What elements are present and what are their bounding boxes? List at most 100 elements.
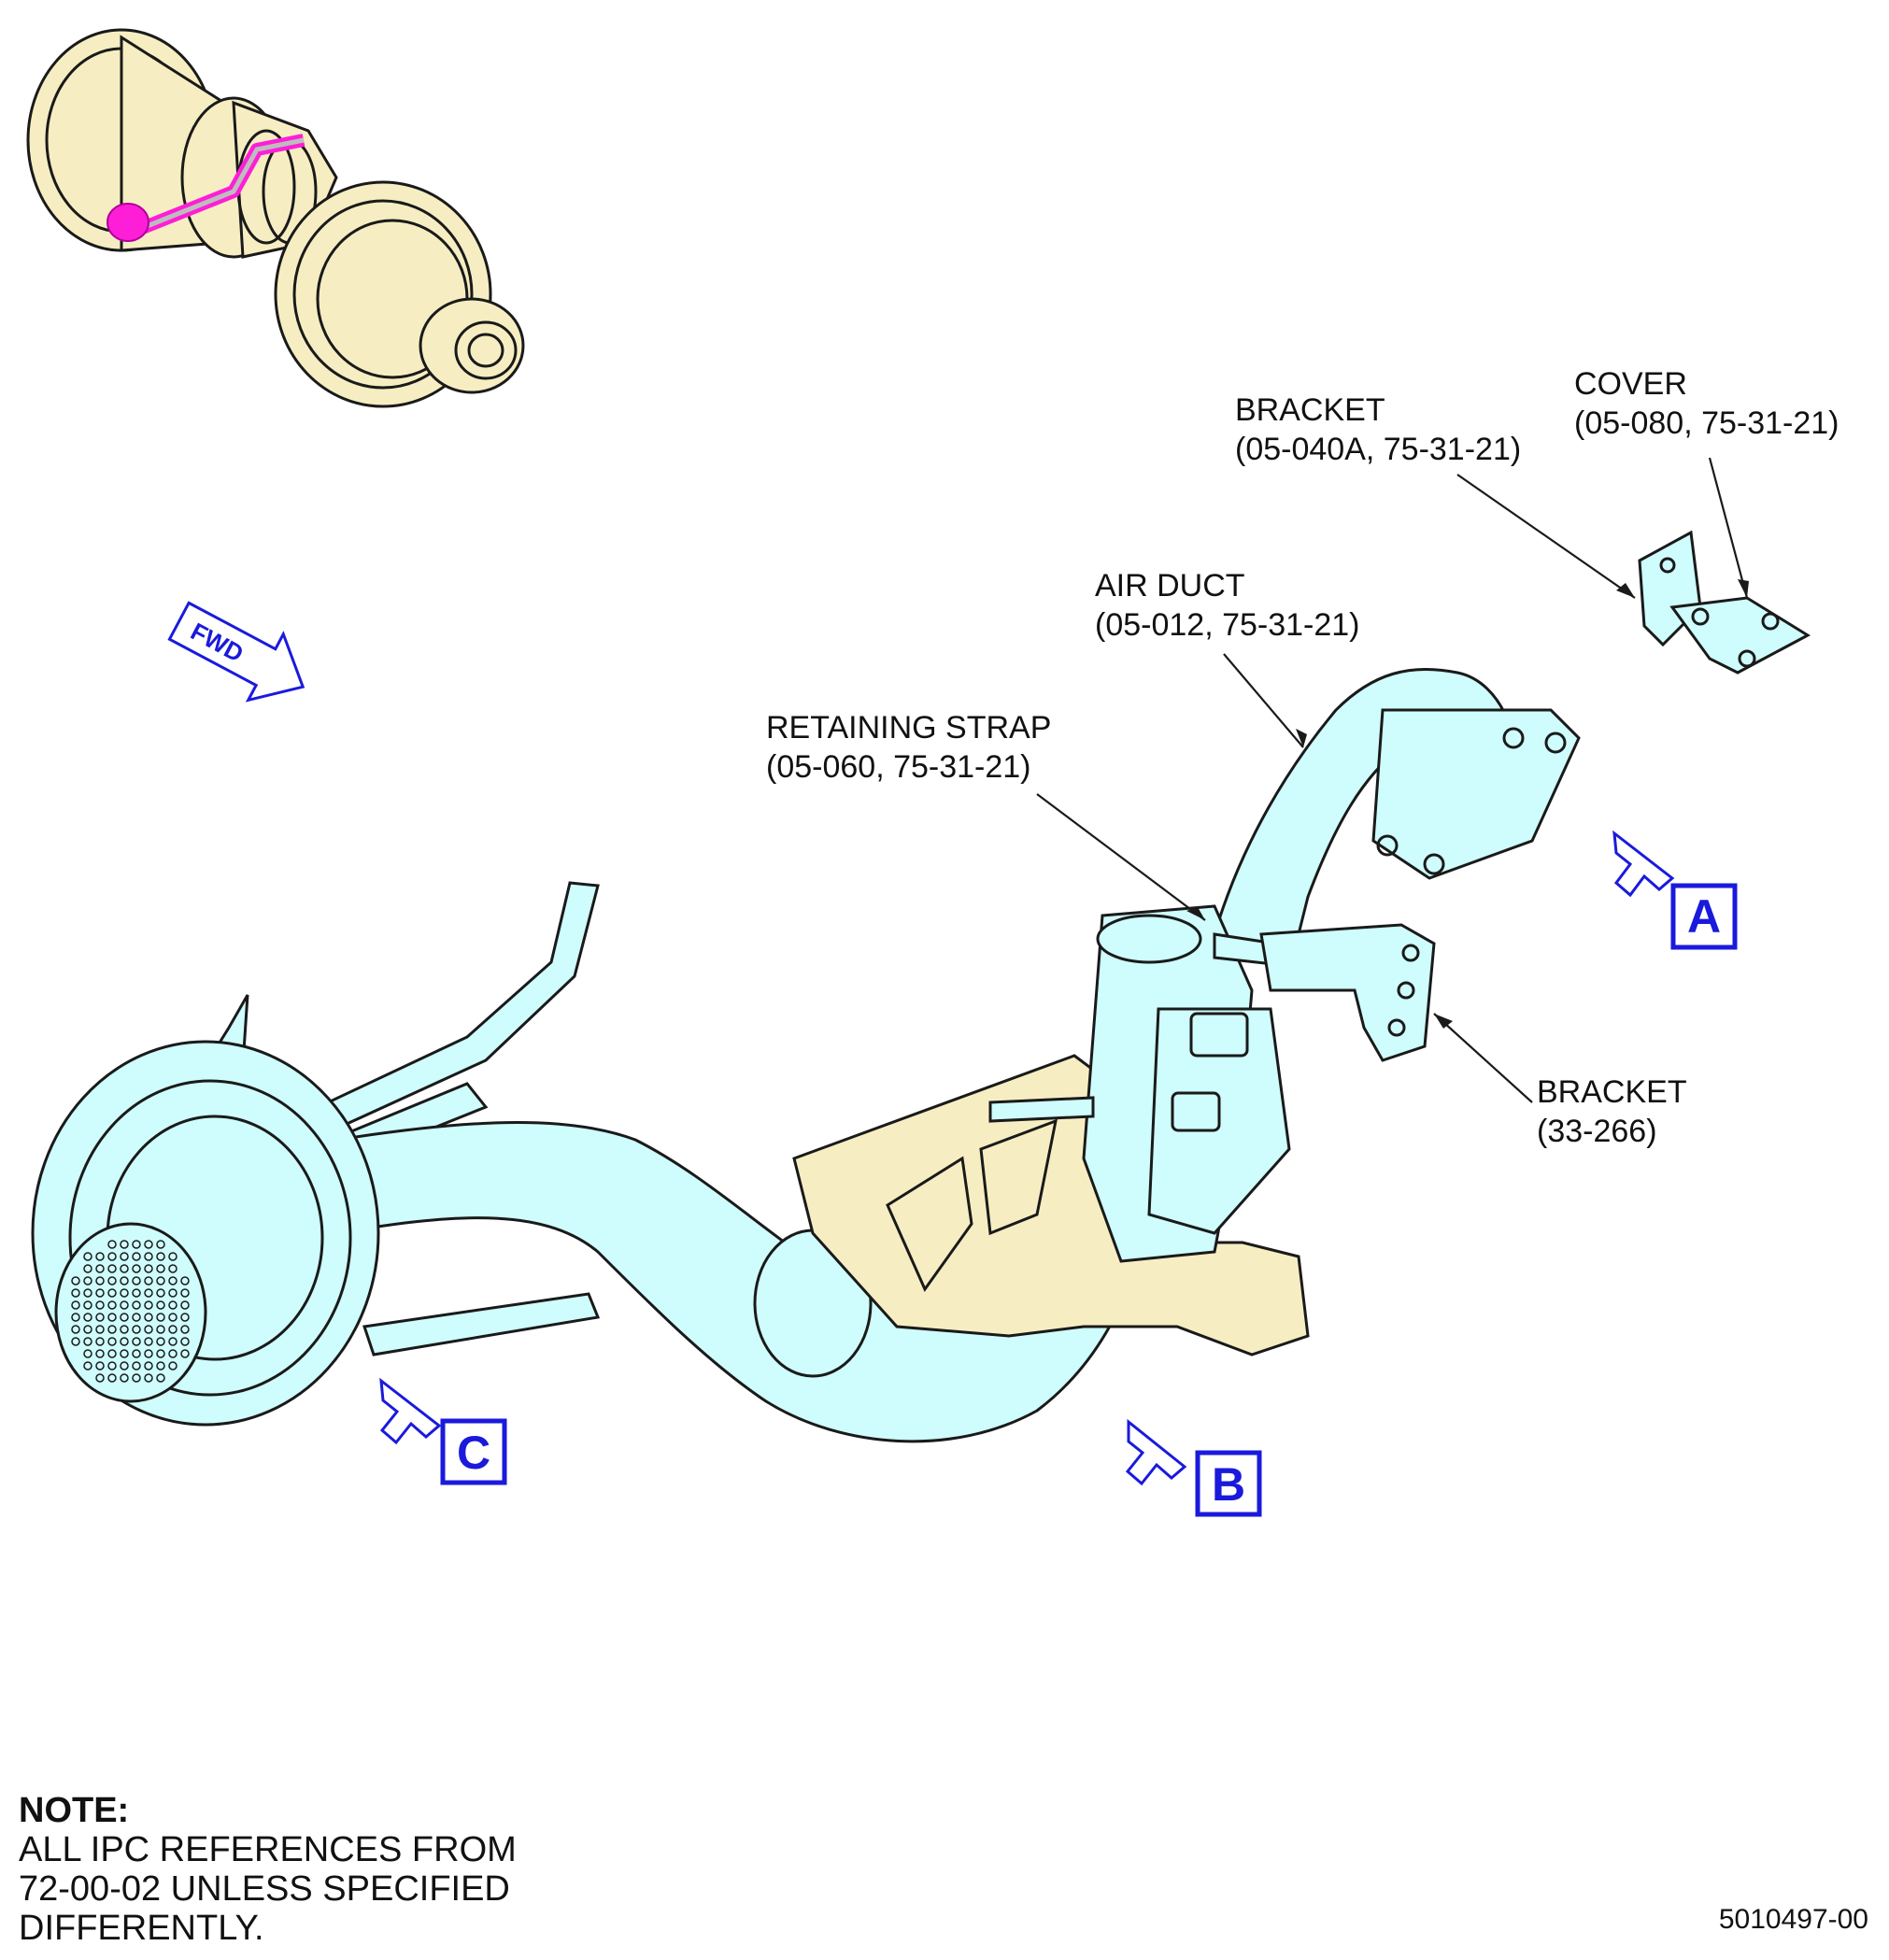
perforation-hole: [83, 1325, 92, 1334]
perforation-hole: [132, 1325, 141, 1334]
perforation-hole: [120, 1264, 129, 1273]
view-marker-c[interactable]: C: [379, 1377, 507, 1485]
perforation-hole: [107, 1349, 117, 1358]
perforation-hole: [107, 1276, 117, 1285]
perforation-hole: [144, 1276, 153, 1285]
perforation-hole: [132, 1313, 141, 1322]
note-heading: NOTE:: [19, 1791, 129, 1830]
perforation-hole: [144, 1337, 153, 1346]
perforation-hole: [83, 1349, 92, 1358]
perforation-hole: [71, 1300, 80, 1310]
perforation-hole: [180, 1349, 190, 1358]
perforation-hole: [83, 1264, 92, 1273]
perforation-hole: [168, 1313, 178, 1322]
perforation-hole: [144, 1313, 153, 1322]
perforation-hole: [168, 1264, 178, 1273]
perforation-hole: [120, 1325, 129, 1334]
note-line-1: ALL IPC REFERENCES FROM: [19, 1830, 517, 1869]
perforation-hole: [95, 1349, 105, 1358]
perforation-hole: [95, 1264, 105, 1273]
leader-bracket-upper: [1456, 474, 1636, 599]
view-marker-b[interactable]: B: [1125, 1418, 1262, 1517]
perforation-hole: [107, 1288, 117, 1298]
bracket-33-266-part: [1259, 923, 1436, 1062]
perforation-hole: [156, 1276, 165, 1285]
perforation-hole: [156, 1288, 165, 1298]
valve-body: [988, 904, 1291, 1263]
view-marker-c-label: C: [457, 1427, 490, 1479]
perforation-hole: [107, 1300, 117, 1310]
perforation-hole: [71, 1337, 80, 1346]
figure-id: 5010497-00: [1719, 1904, 1868, 1935]
perforation-hole: [132, 1361, 141, 1371]
note-line-2: 72-00-02 UNLESS SPECIFIED: [19, 1869, 510, 1909]
cover-and-bracket-part: [1638, 530, 1811, 675]
perforation-hole: [120, 1252, 129, 1261]
leader-lines: [1036, 457, 1749, 1103]
perforation-hole: [95, 1288, 105, 1298]
perforation-hole: [83, 1276, 92, 1285]
perforation-hole: [132, 1276, 141, 1285]
perforation-hole: [107, 1361, 117, 1371]
perforation-hole: [107, 1264, 117, 1273]
perforation-hole: [144, 1240, 153, 1249]
view-marker-a[interactable]: A: [1612, 830, 1738, 950]
perforation-hole: [83, 1288, 92, 1298]
perforated-screen: [71, 1240, 190, 1383]
note-line-3: DIFFERENTLY.: [19, 1909, 264, 1948]
perforation-hole: [107, 1337, 117, 1346]
perforation-hole: [132, 1349, 141, 1358]
perforation-hole: [156, 1300, 165, 1310]
perforation-hole: [156, 1361, 165, 1371]
lower-duct-assembly: [31, 881, 1160, 1443]
fwd-arrow-icon: FWD: [167, 601, 305, 703]
perforation-hole: [132, 1288, 141, 1298]
perforation-hole: [95, 1361, 105, 1371]
perforation-hole: [156, 1337, 165, 1346]
perforation-hole: [71, 1276, 80, 1285]
perforation-hole: [107, 1373, 117, 1383]
perforation-hole: [168, 1325, 178, 1334]
perforation-hole: [132, 1373, 141, 1383]
perforation-hole: [107, 1325, 117, 1334]
view-arrow-a-icon: [1612, 830, 1675, 898]
perforation-hole: [156, 1240, 165, 1249]
perforation-hole: [144, 1264, 153, 1273]
perforation-hole: [132, 1240, 141, 1249]
callout-bracket-upper-ref: (05-040A, 75-31-21): [1235, 432, 1521, 467]
perforation-hole: [107, 1313, 117, 1322]
view-marker-b-label: B: [1212, 1458, 1245, 1511]
callout-bracket-lower-ref: (33-266): [1537, 1114, 1657, 1149]
perforation-hole: [107, 1252, 117, 1261]
perforation-hole: [120, 1240, 129, 1249]
perforation-hole: [83, 1300, 92, 1310]
callout-bracket-upper-name: BRACKET: [1235, 392, 1385, 428]
perforation-hole: [180, 1313, 190, 1322]
leader-bracket-lower: [1433, 1013, 1533, 1103]
perforation-hole: [95, 1325, 105, 1334]
perforation-hole: [156, 1373, 165, 1383]
perforation-hole: [71, 1288, 80, 1298]
perforation-hole: [120, 1300, 129, 1310]
callout-air-duct-name: AIR DUCT: [1095, 568, 1245, 604]
perforation-hole: [120, 1373, 129, 1383]
perforation-hole: [95, 1252, 105, 1261]
perforation-hole: [144, 1349, 153, 1358]
perforation-hole: [95, 1313, 105, 1322]
perforation-hole: [95, 1300, 105, 1310]
perforation-hole: [180, 1325, 190, 1334]
leader-cover: [1708, 457, 1749, 599]
perforation-hole: [107, 1240, 117, 1249]
callout-air-duct: AIR DUCT (05-012, 75-31-21): [1095, 568, 1360, 643]
perforation-hole: [168, 1288, 178, 1298]
perforation-hole: [168, 1337, 178, 1346]
perforation-hole: [83, 1313, 92, 1322]
perforation-hole: [120, 1276, 129, 1285]
perforation-hole: [83, 1361, 92, 1371]
perforation-hole: [180, 1288, 190, 1298]
view-marker-a-label: A: [1687, 890, 1721, 943]
perforation-hole: [180, 1337, 190, 1346]
perforation-hole: [168, 1300, 178, 1310]
perforation-hole: [144, 1300, 153, 1310]
